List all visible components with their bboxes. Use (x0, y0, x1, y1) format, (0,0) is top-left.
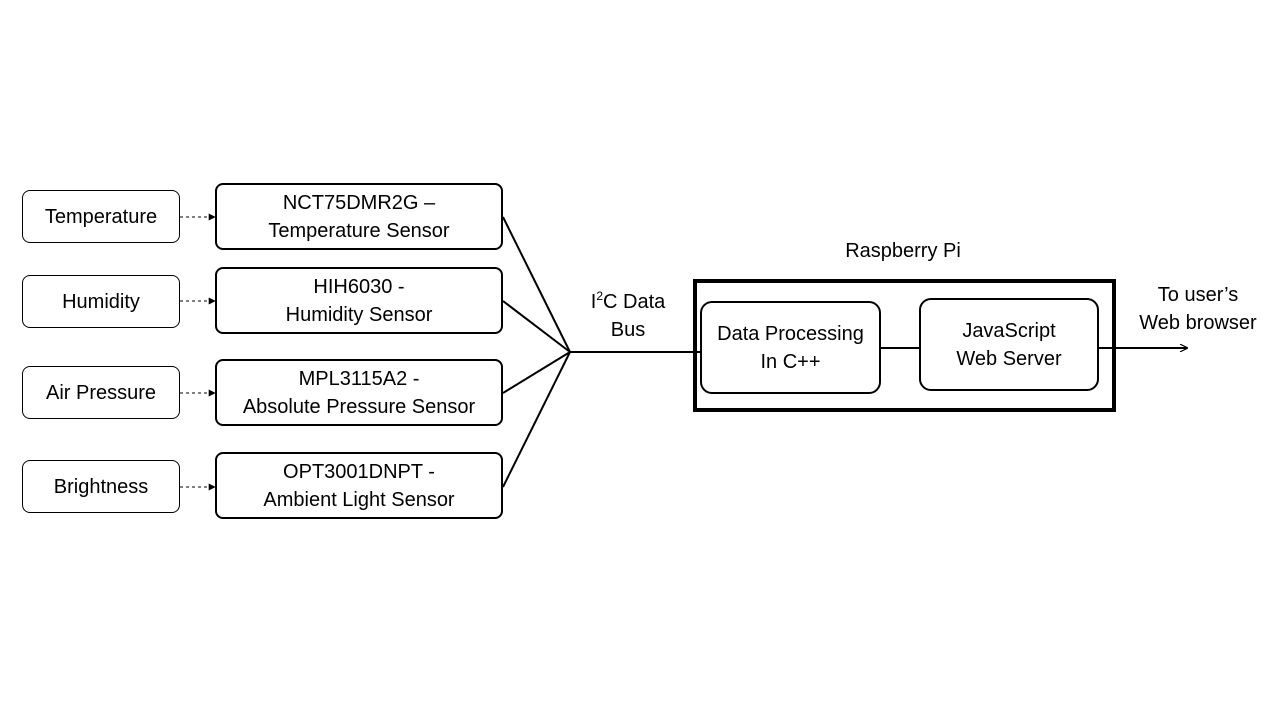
output-label: To user’s Web browser (1118, 281, 1278, 337)
quantity-brightness: Brightness (22, 460, 180, 513)
quantity-temperature: Temperature (22, 190, 180, 243)
bus-line-temperature (502, 216, 571, 353)
sensor-pressure: MPL3115A2 - Absolute Pressure Sensor (215, 359, 503, 426)
bus-line-light (502, 351, 571, 488)
processing-line2: In C++ (760, 350, 821, 373)
quantity-label: Temperature (44, 205, 158, 228)
sensor-type: Temperature Sensor (268, 219, 450, 242)
sensor-model: HIH6030 - (313, 275, 405, 298)
sensor-model: NCT75DMR2G – (282, 191, 436, 214)
sensor-humidity: HIH6030 - Humidity Sensor (215, 267, 503, 334)
bus-label-rest: C Data (603, 291, 666, 313)
quantity-label: Brightness (53, 475, 149, 498)
sensor-light: OPT3001DNPT - Ambient Light Sensor (215, 452, 503, 519)
bus-line-humidity (502, 300, 571, 353)
bus-superscript: 2 (596, 289, 603, 303)
sensor-type: Humidity Sensor (285, 303, 433, 326)
quantity-humidity: Humidity (22, 275, 180, 328)
bus-letter: I (590, 291, 597, 313)
web-server-box: JavaScript Web Server (919, 298, 1099, 391)
sensor-model: MPL3115A2 - (298, 367, 420, 390)
bus-label-line1: I2C Data (578, 288, 678, 316)
sensor-temperature: NCT75DMR2G – Temperature Sensor (215, 183, 503, 250)
bus-line-pressure (502, 351, 571, 394)
bus-label: I2C Data Bus (578, 288, 678, 344)
raspberry-pi-title: Raspberry Pi (845, 240, 961, 262)
sensor-model: OPT3001DNPT - (283, 460, 435, 483)
quantity-label: Air Pressure (45, 381, 157, 404)
processing-line1: Data Processing (717, 322, 864, 345)
sensor-type: Absolute Pressure Sensor (242, 395, 476, 418)
output-line2: Web browser (1139, 312, 1257, 334)
quantity-air-pressure: Air Pressure (22, 366, 180, 419)
data-processing-box: Data Processing In C++ (700, 301, 881, 394)
bus-label-line2: Bus (610, 319, 646, 341)
sensor-type: Ambient Light Sensor (263, 488, 455, 511)
server-line1: JavaScript (962, 319, 1056, 342)
server-line2: Web Server (956, 347, 1062, 370)
output-line1: To user’s (1157, 284, 1239, 306)
quantity-label: Humidity (62, 290, 140, 313)
raspberry-pi-frame (693, 279, 1116, 412)
